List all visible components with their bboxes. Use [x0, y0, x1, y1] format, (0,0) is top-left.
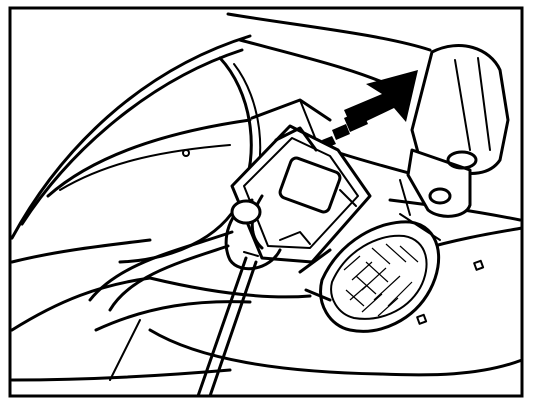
direction-arrow [322, 70, 418, 148]
pry-tool [196, 251, 259, 398]
connector-housing [230, 124, 372, 264]
grille-component [298, 213, 441, 333]
mounting-bracket [399, 44, 510, 218]
wiring-leads [88, 194, 311, 312]
